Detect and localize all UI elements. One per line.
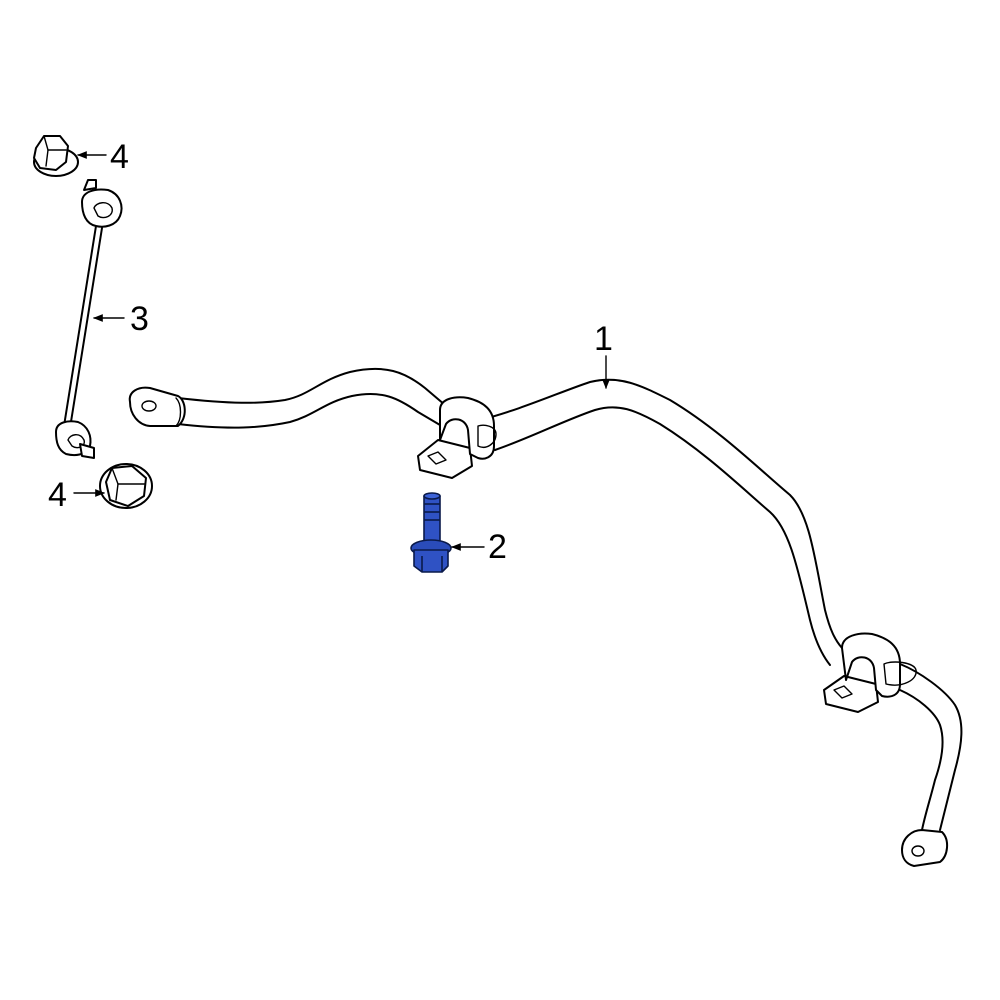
bolt[interactable] <box>410 492 452 573</box>
callout-4-bottom: 4 <box>48 476 105 514</box>
callout-4-top: 4 <box>77 138 129 176</box>
callout-2: 2 <box>451 528 507 566</box>
callout-3-label: 3 <box>130 300 149 338</box>
callout-1-label: 1 <box>594 320 613 358</box>
nut-top[interactable] <box>33 135 79 177</box>
stabilizer-link[interactable] <box>55 179 123 459</box>
callout-4-top-label: 4 <box>110 138 129 176</box>
callout-3: 3 <box>93 300 149 338</box>
nut-bottom[interactable] <box>99 463 153 509</box>
callout-2-label: 2 <box>488 528 507 566</box>
stabilizer-bar[interactable] <box>128 367 963 867</box>
callout-1: 1 <box>594 320 613 389</box>
callout-4-bottom-label: 4 <box>48 476 67 514</box>
